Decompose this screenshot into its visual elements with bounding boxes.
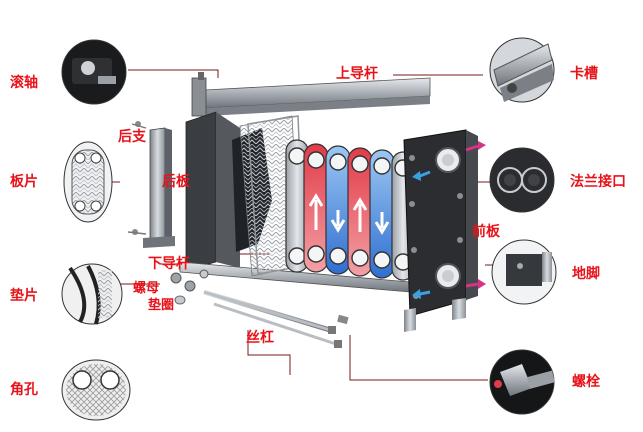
label-rear-plate: 后板 [162, 174, 190, 190]
label-bolt: 螺栓 [572, 374, 600, 390]
label-gasket: 垫片 [10, 288, 38, 304]
label-roller-shaft: 滚轴 [10, 75, 38, 91]
top-guide-bar [191, 72, 431, 117]
label-top-guide-bar: 上导杆 [336, 66, 378, 82]
roller-shaft-detail [61, 39, 127, 105]
flange-detail [489, 147, 555, 213]
gasket-detail [61, 263, 123, 325]
bolt-detail [489, 349, 556, 415]
plate-detail [63, 141, 113, 223]
label-rear-support: 后支 [118, 129, 146, 145]
label-bottom-guide-bar: 下导杆 [148, 256, 190, 272]
label-foot: 地脚 [572, 266, 600, 282]
label-plate: 板片 [10, 174, 38, 190]
screw-rods [170, 269, 349, 348]
label-washer: 垫圈 [148, 298, 175, 313]
label-nut: 螺母 [133, 281, 160, 296]
label-front-plate: 前板 [472, 224, 500, 240]
rear-support [127, 121, 175, 248]
label-screw-rod: 丝杠 [246, 330, 274, 346]
flow-plates [285, 139, 415, 281]
corner-hole-detail [61, 359, 131, 421]
clip-groove-detail [489, 37, 555, 103]
label-clip-groove: 卡槽 [570, 66, 598, 82]
front-plate [403, 129, 486, 332]
foot-detail [491, 239, 557, 305]
label-flange-port: 法兰接口 [570, 174, 626, 190]
label-corner-hole: 角孔 [10, 382, 38, 398]
leader-lines [108, 69, 500, 381]
